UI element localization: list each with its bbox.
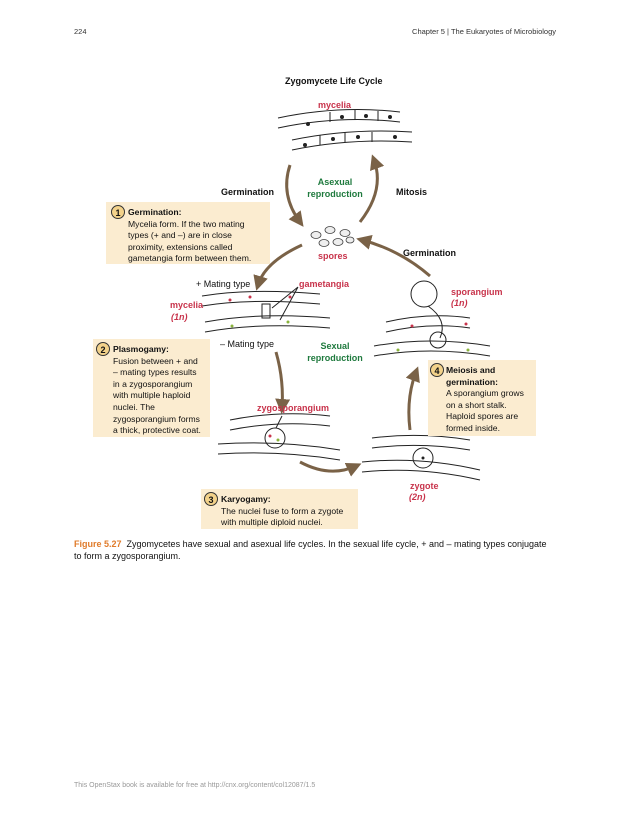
arrow-germination-asexual — [285, 164, 304, 227]
step-text: Mycelia form. If the two mating types (+… — [128, 218, 252, 264]
figure-title: Zygomycete Life Cycle — [285, 76, 383, 86]
footer-note: This OpenStax book is available for free… — [74, 782, 316, 789]
step-text: A sporangium grows on a short stalk. Hap… — [446, 388, 524, 433]
label-sporangium-ploidy: (1n) — [451, 298, 468, 308]
zygosporangium-illustration — [217, 413, 341, 461]
figure-number: Figure 5.27 — [74, 539, 122, 549]
gametangia-mycelia-illustration — [201, 286, 331, 333]
label-germination-left: Germination — [221, 187, 275, 197]
sporangium-illustration — [373, 280, 491, 357]
label-sporangium: sporangium — [451, 287, 503, 297]
arrow-germination-sexual — [356, 235, 431, 278]
figure-caption: Figure 5.27 Zygomycetes have sexual and … — [74, 538, 554, 562]
step-box-plasmogamy: 2 Plasmogamy: Fusion between + and – mat… — [93, 339, 210, 437]
step-number-badge: 1 — [111, 205, 125, 219]
caption-text: Zygomycetes have sexual and asexual life… — [74, 539, 547, 561]
chapter-header: Chapter 5 | The Eukaryotes of Microbiolo… — [412, 27, 556, 36]
page-number: 224 — [74, 27, 87, 36]
step-text: The nuclei fuse to form a zygote with mu… — [221, 505, 344, 528]
arrow-karyogamy — [299, 460, 362, 477]
zygote-illustration — [361, 434, 481, 481]
label-gametangia: gametangia — [299, 279, 350, 289]
step-heading: Karyogamy: — [221, 494, 271, 504]
top-mycelia-illustration — [277, 109, 413, 151]
label-asexual-reproduction: Asexual reproduction — [307, 177, 363, 199]
arrow-mitosis — [358, 154, 385, 223]
step-heading: Plasmogamy: — [113, 344, 169, 354]
label-mycelia-left-ploidy: (1n) — [171, 312, 188, 322]
arrow-meiosis — [405, 366, 420, 431]
spores-illustration — [310, 226, 355, 247]
arrow-spores-to-mycelia — [253, 243, 303, 291]
label-sexual-reproduction: Sexual reproduction — [307, 341, 363, 363]
label-mitosis: Mitosis — [396, 187, 428, 197]
label-plus-mating-type: + Mating type — [196, 279, 251, 289]
cycle-arrows — [253, 154, 431, 477]
step-box-meiosis: 4 Meiosis and germination: A sporangium … — [428, 360, 536, 436]
label-germination-right: Germination — [403, 248, 457, 258]
arrow-plasmogamy — [274, 351, 291, 414]
label-mycelia-top: mycelia — [318, 100, 352, 110]
label-zygote: zygote — [410, 481, 439, 491]
step-number-badge: 2 — [96, 342, 110, 356]
step-heading: Germination: — [128, 207, 182, 217]
step-text: Fusion between + and – mating types resu… — [113, 355, 201, 436]
step-box-germination: 1 Germination: Mycelia form. If the two … — [106, 202, 270, 264]
step-box-karyogamy: 3 Karyogamy: The nuclei fuse to form a z… — [201, 489, 358, 529]
step-number-badge: 3 — [204, 492, 218, 506]
label-zygosporangium: zygosporangium — [257, 403, 330, 413]
label-mycelia-left: mycelia — [170, 300, 204, 310]
label-spores: spores — [318, 251, 348, 261]
step-heading: Meiosis and germination: — [446, 365, 499, 387]
label-minus-mating-type: – Mating type — [220, 339, 275, 349]
label-zygote-ploidy: (2n) — [409, 492, 426, 502]
step-number-badge: 4 — [430, 363, 444, 377]
